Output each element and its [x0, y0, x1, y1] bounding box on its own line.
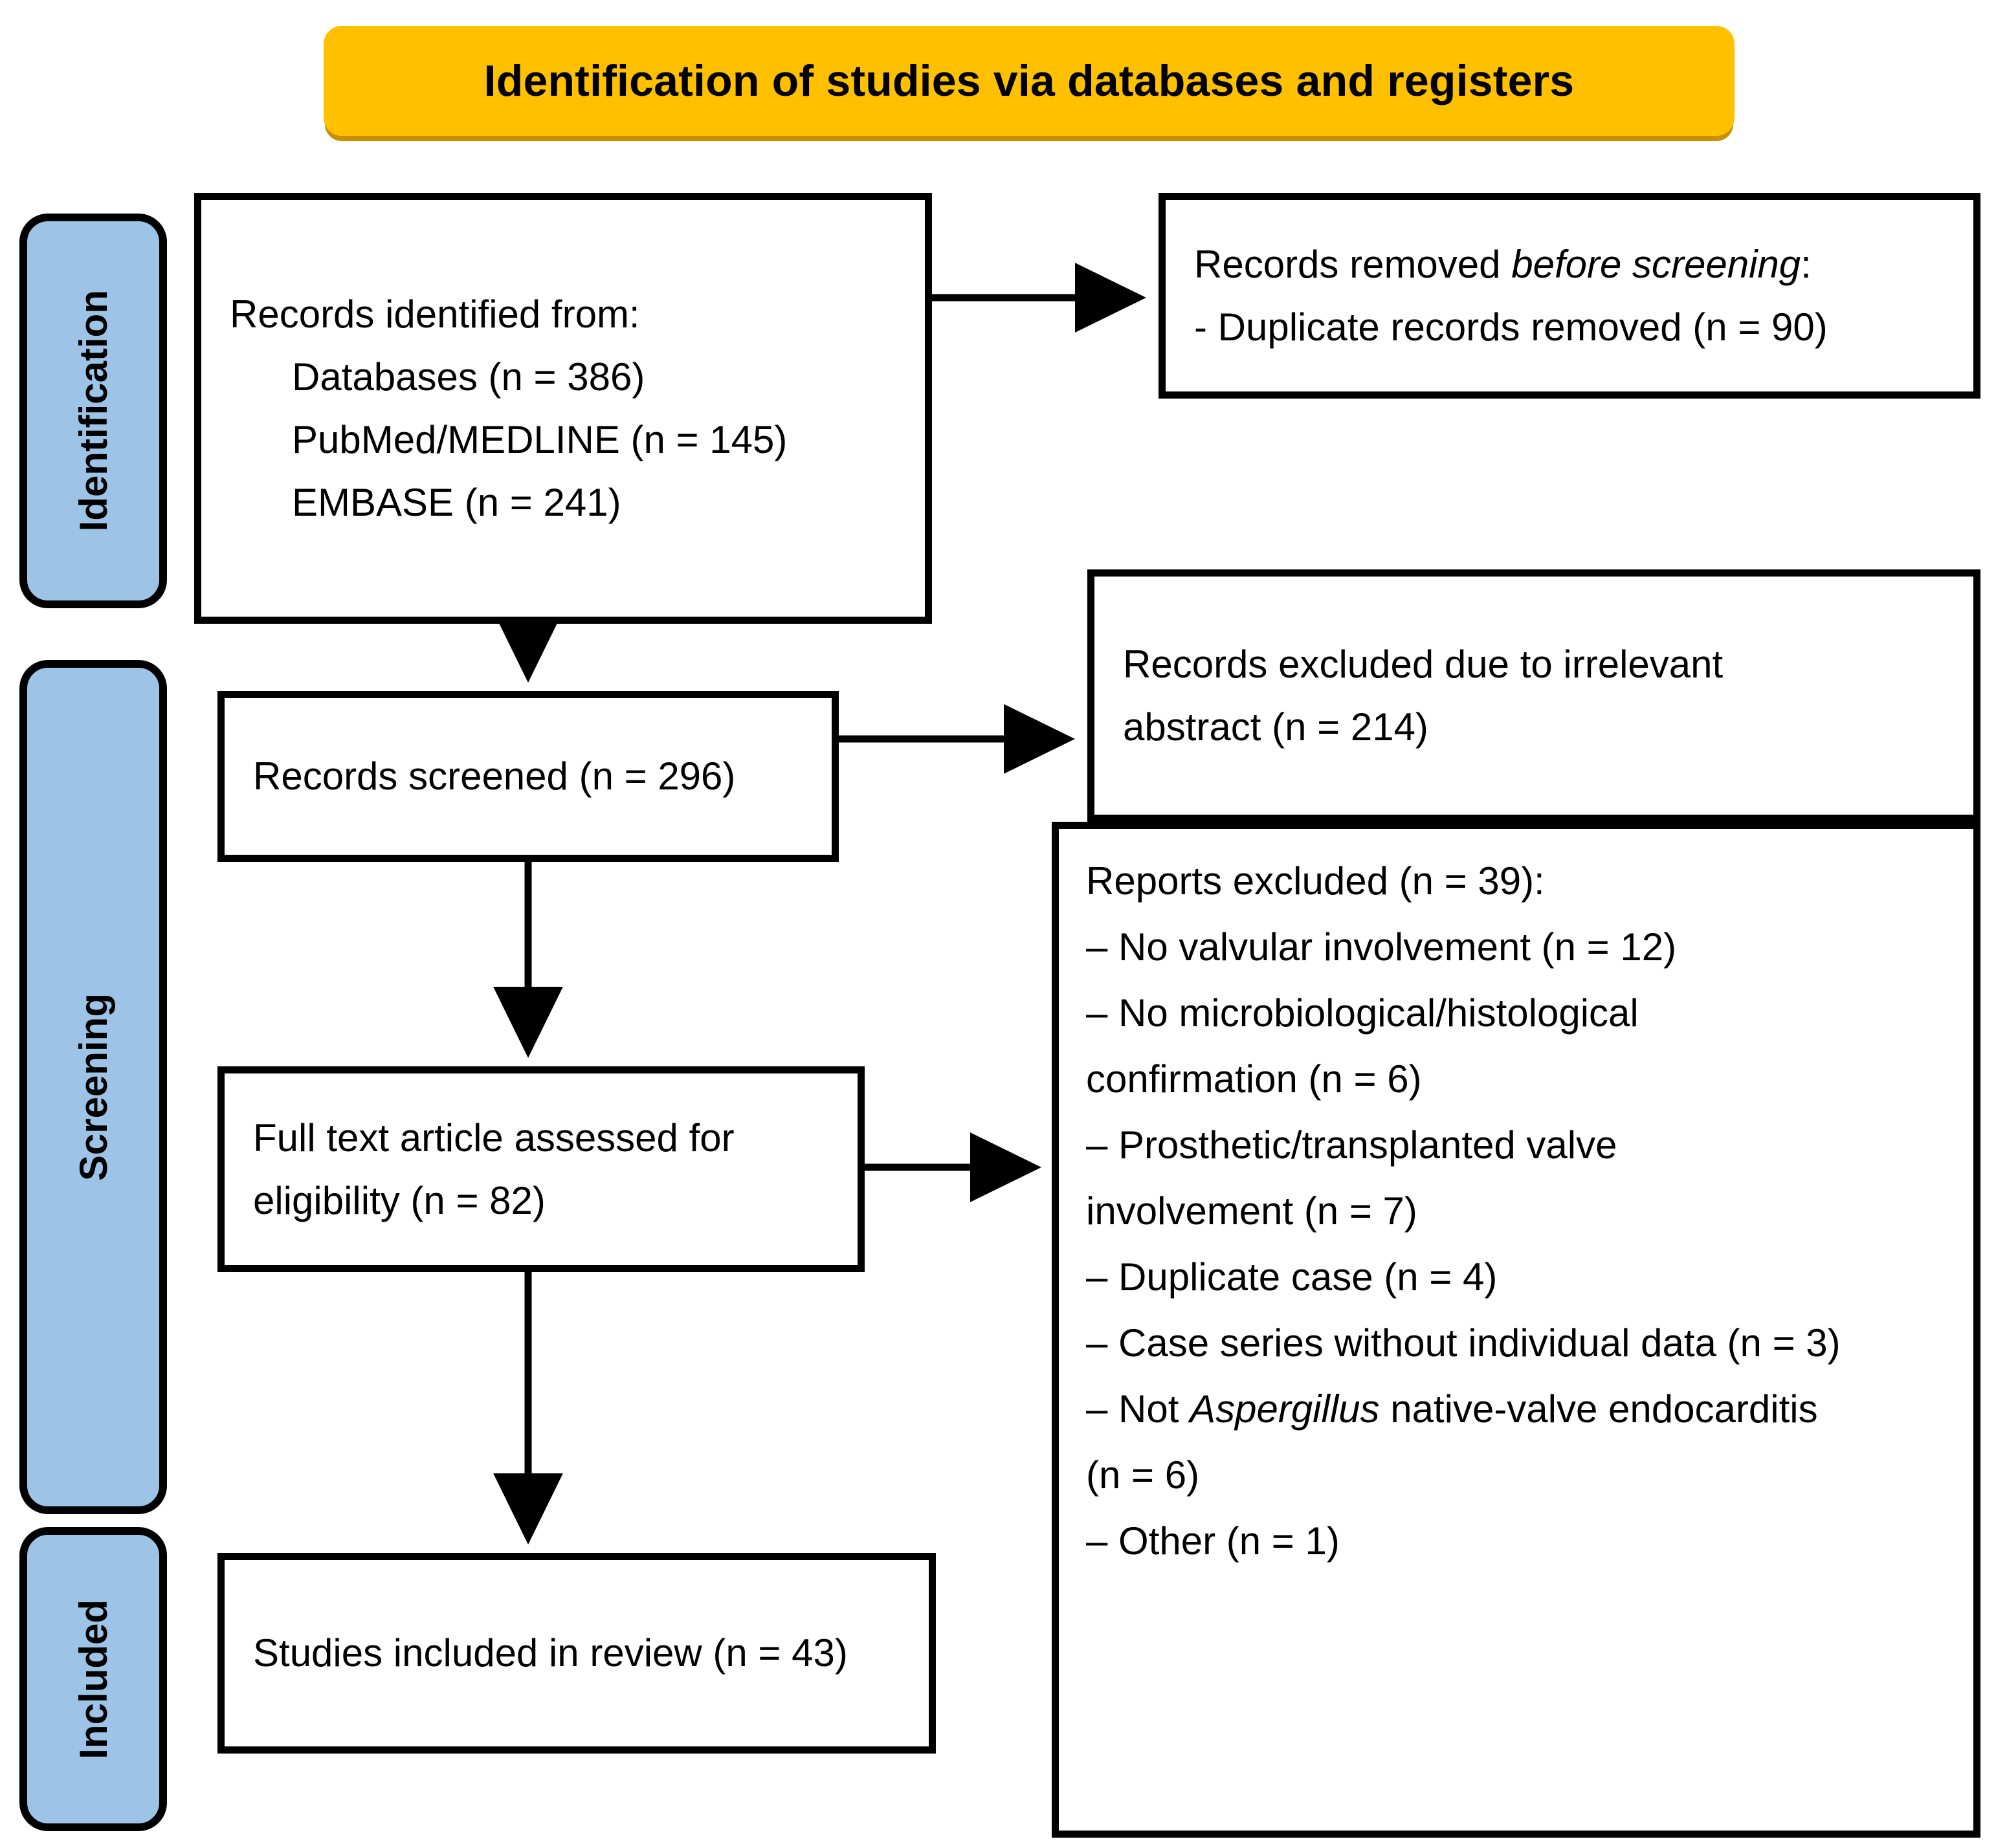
reports-excluded-item-4: involvement (n = 7) [1086, 1189, 1417, 1233]
full-text-assessed-line2: eligibility (n = 82) [253, 1179, 546, 1222]
node-reports-excluded: Reports excluded (n = 39): – No valvular… [1052, 822, 1980, 1838]
reports-excluded-item-1: – No microbiological/histological [1086, 991, 1639, 1035]
reports-excluded-aspergillus-post: native-valve endocarditis [1379, 1387, 1818, 1431]
reports-excluded-item-other: – Other (n = 1) [1086, 1519, 1340, 1563]
records-identified-embase: EMBASE (n = 241) [292, 481, 621, 525]
records-removed-heading-emphasis: before screening [1511, 242, 1801, 286]
stage-label-identification-text: Identification [71, 290, 115, 532]
stage-label-included: Included [19, 1527, 167, 1831]
reports-excluded-item-6: – Case series without individual data (n… [1086, 1321, 1841, 1365]
reports-excluded-item-3: – Prosthetic/transplanted valve [1086, 1123, 1617, 1167]
records-removed-heading-pre: Records removed [1194, 242, 1512, 286]
diagram-title-banner: Identification of studies via databases … [324, 26, 1735, 136]
reports-excluded-item-5: – Duplicate case (n = 4) [1086, 1255, 1498, 1299]
stage-label-screening-text: Screening [71, 993, 115, 1182]
diagram-title: Identification of studies via databases … [483, 56, 1575, 105]
records-removed-heading-post: : [1801, 242, 1812, 286]
node-full-text-assessed: Full text article assessed for eligibili… [217, 1066, 865, 1272]
reports-excluded-heading: Reports excluded (n = 39): [1086, 859, 1545, 903]
node-records-identified: Records identified from: Databases (n = … [194, 193, 932, 624]
reports-excluded-aspergillus-pre: – Not [1086, 1387, 1190, 1431]
stage-label-included-text: Included [71, 1599, 115, 1759]
records-excluded-abstract-line1: Records excluded due to irrelevant [1123, 642, 1724, 686]
studies-included-line1: Studies included in review (n = 43) [253, 1631, 848, 1675]
records-removed-duplicates: - Duplicate records removed (n = 90) [1194, 305, 1828, 349]
records-identified-pubmed: PubMed/MEDLINE (n = 145) [292, 418, 788, 461]
reports-excluded-item-0: – No valvular involvement (n = 12) [1086, 925, 1677, 969]
records-identified-line1: Records identified from: [230, 292, 640, 336]
records-identified-databases: Databases (n = 386) [292, 355, 645, 399]
node-records-removed: Records removed before screening: - Dupl… [1159, 193, 1980, 399]
node-records-excluded-abstract: Records excluded due to irrelevant abstr… [1087, 569, 1980, 822]
reports-excluded-item-aspergillus: – Not Aspergillus native-valve endocardi… [1086, 1376, 1946, 1442]
node-studies-included: Studies included in review (n = 43) [217, 1553, 936, 1754]
node-records-screened: Records screened (n = 296) [217, 691, 839, 862]
records-screened-line1: Records screened (n = 296) [253, 754, 736, 798]
reports-excluded-aspergillus-count: (n = 6) [1086, 1453, 1200, 1497]
reports-excluded-item-2: confirmation (n = 6) [1086, 1057, 1422, 1101]
reports-excluded-aspergillus-emphasis: Aspergillus [1190, 1387, 1380, 1431]
stage-label-identification: Identification [19, 214, 167, 608]
stage-label-screening: Screening [19, 660, 167, 1514]
full-text-assessed-line1: Full text article assessed for [253, 1116, 735, 1160]
records-excluded-abstract-line2: abstract (n = 214) [1123, 705, 1428, 749]
records-removed-heading: Records removed before screening: [1194, 233, 1945, 296]
